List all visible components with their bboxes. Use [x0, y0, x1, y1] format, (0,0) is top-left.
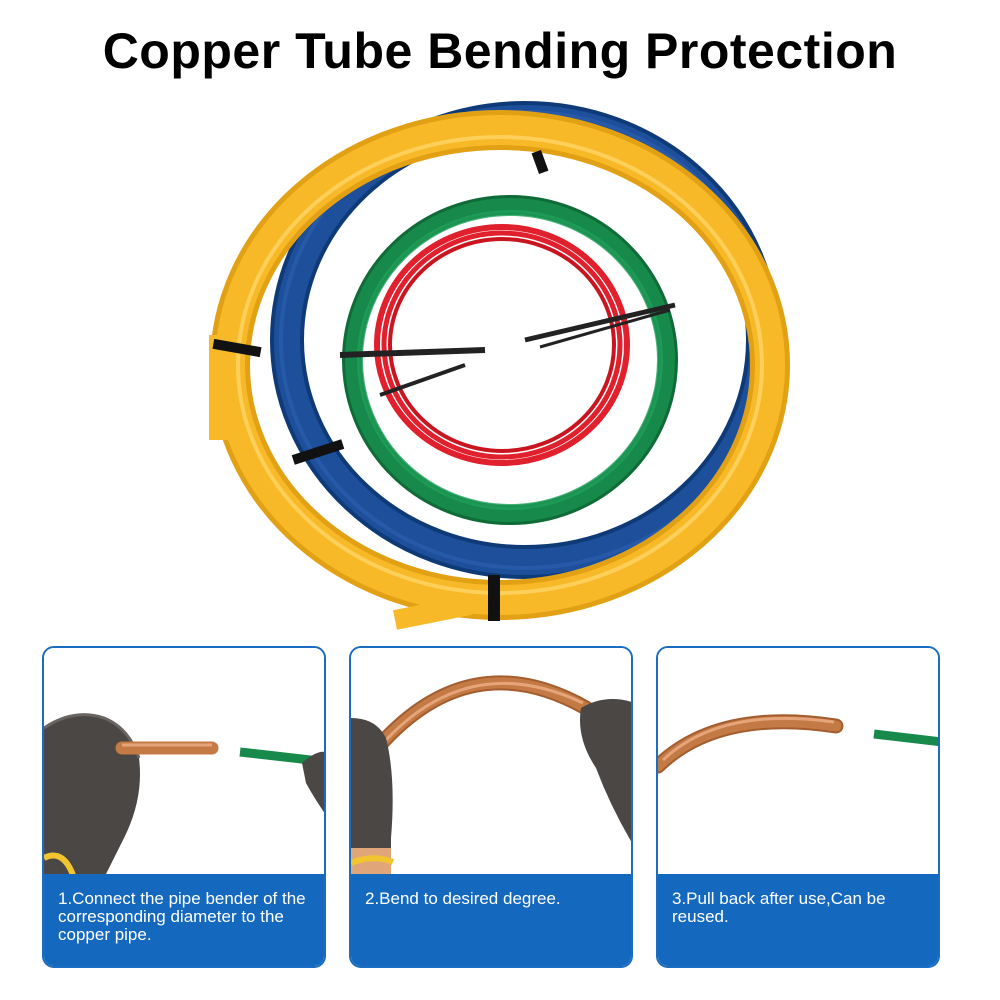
coiled-tubes-image — [209, 101, 790, 630]
step-card-2: 2.Bend to desired degree. — [349, 646, 633, 968]
step-card-3: 3.Pull back after use,Can be reused. — [656, 646, 940, 968]
page-title: Copper Tube Bending Protection — [102, 23, 898, 79]
step-3-caption: 3.Pull back after use,Can be reused. — [658, 874, 938, 966]
step-2-illustration — [351, 648, 631, 878]
step-card-1: 1.Connect the pipe bender of the corresp… — [42, 646, 326, 968]
step-1-illustration — [44, 648, 324, 878]
step-1-caption: 1.Connect the pipe bender of the corresp… — [44, 874, 324, 966]
step-3-illustration — [658, 648, 938, 878]
step-2-caption: 2.Bend to desired degree. — [351, 874, 631, 966]
